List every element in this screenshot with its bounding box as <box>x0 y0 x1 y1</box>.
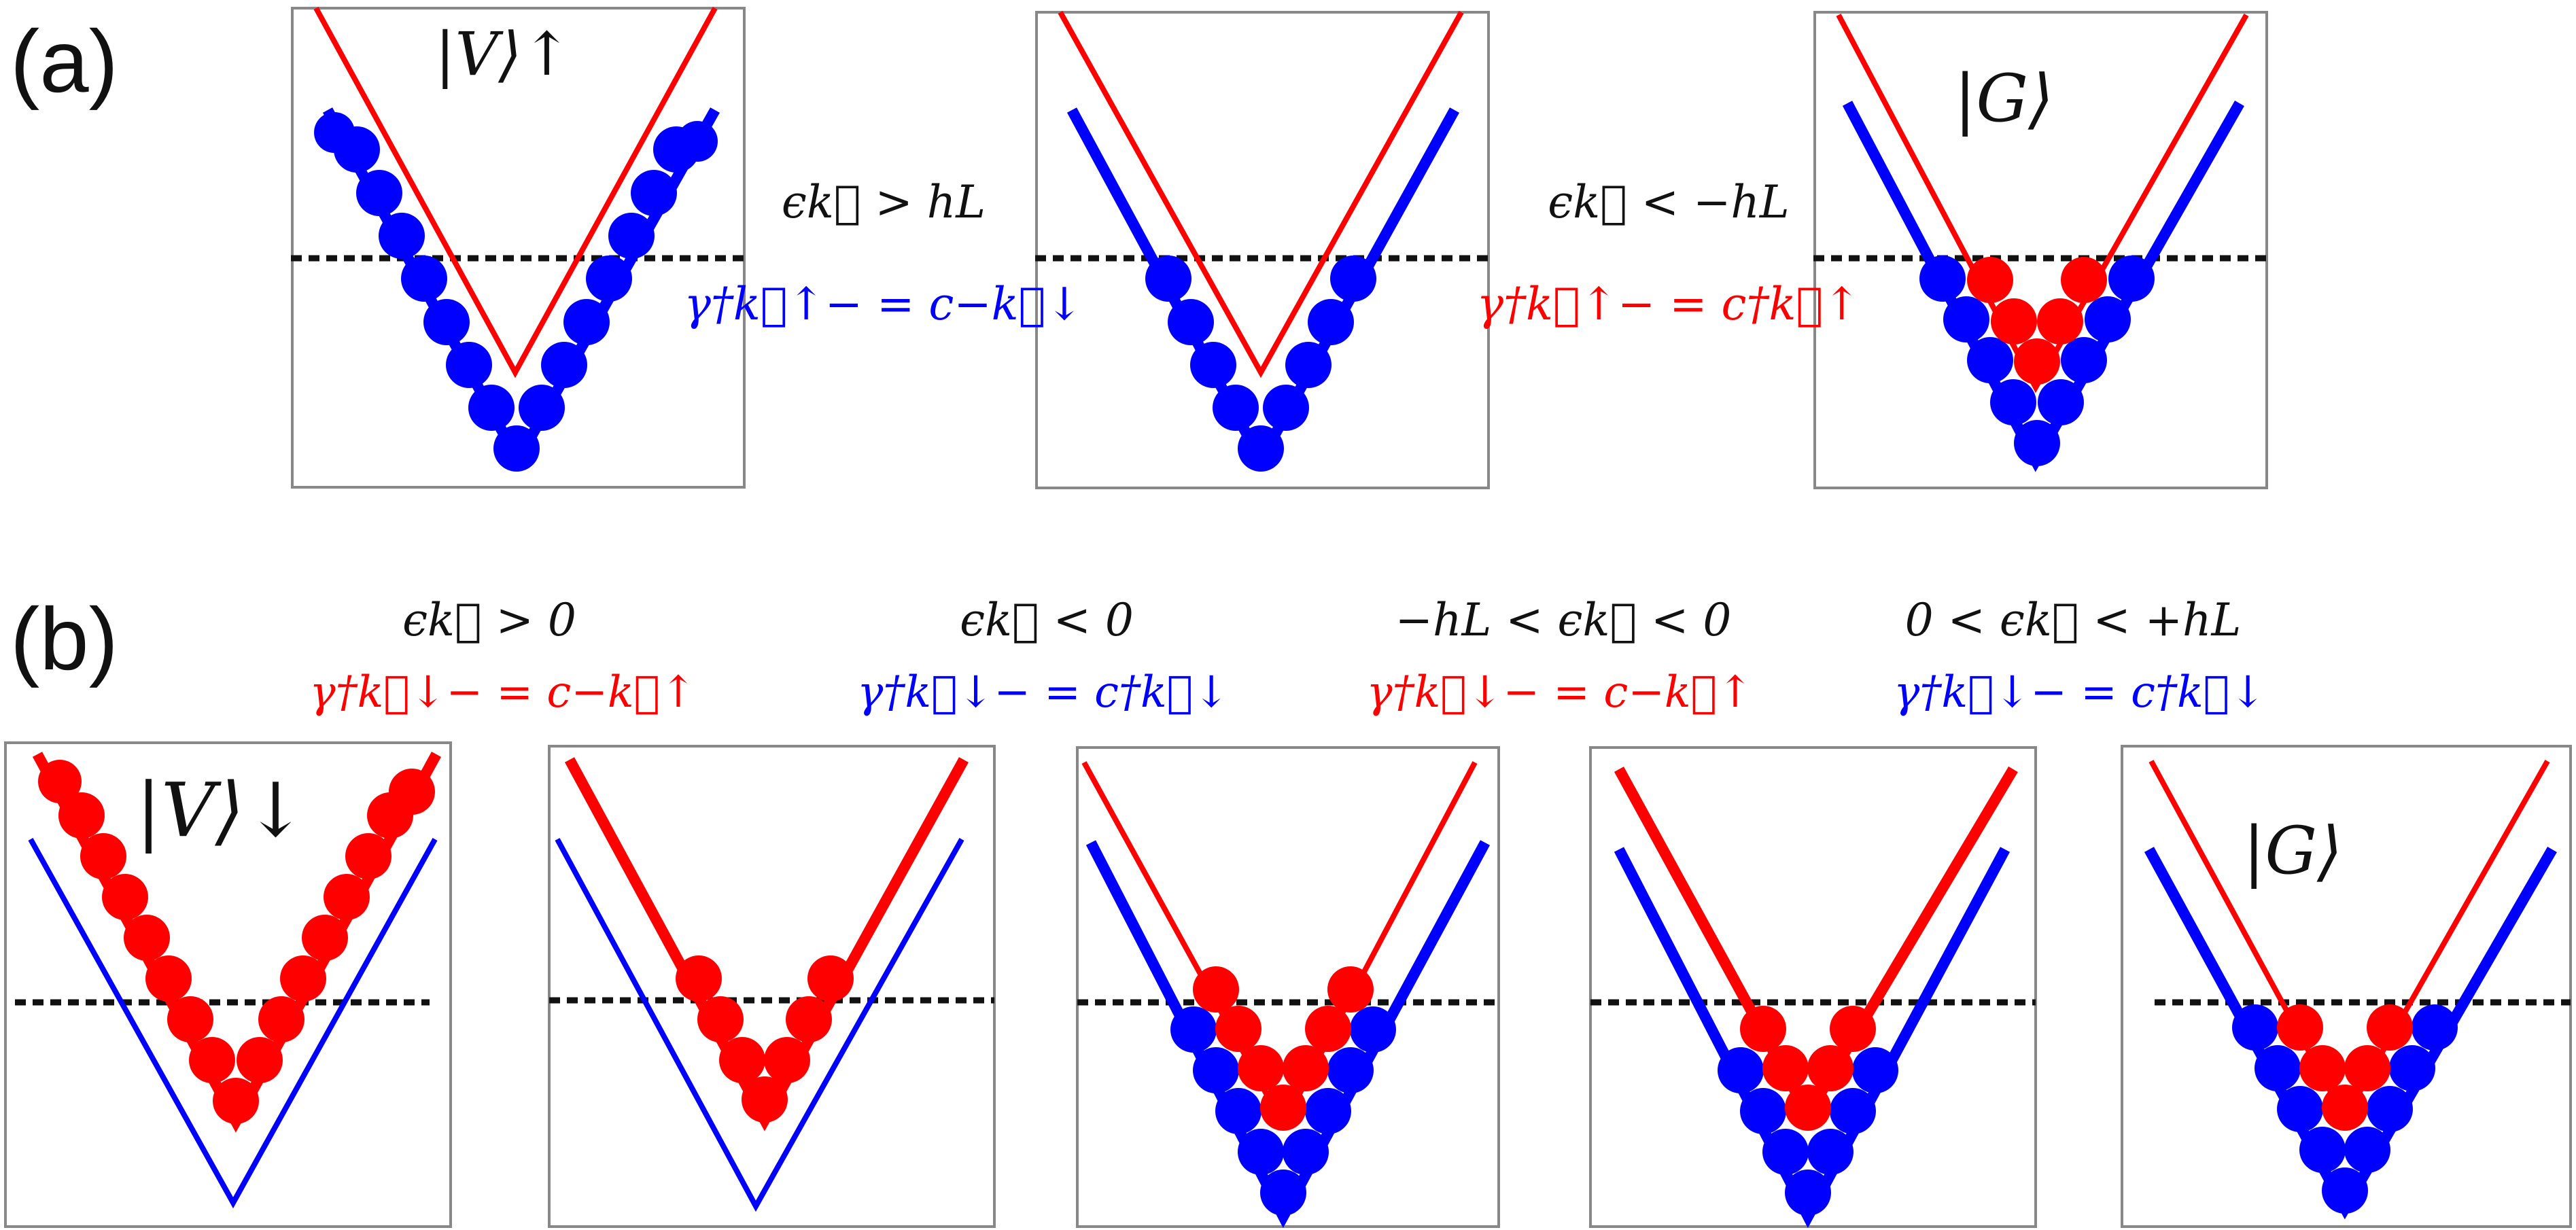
operator-rhs: c−k⃗↑ <box>1603 667 1753 718</box>
panel-b-frame-1: |V⟩↓ <box>4 741 452 1228</box>
state-label: |G⟩ <box>2243 813 2342 889</box>
panel-b-transition-2: ϵk⃗ < 0 γ†k⃗↓− = c†k⃗↓ <box>857 594 1230 718</box>
frame-border <box>1035 11 1490 489</box>
panel-a-frame-3: |G⟩ <box>1813 11 2268 489</box>
panel-a-label: (a) <box>10 12 118 111</box>
operator-relation: γ†k⃗↓− = c−k⃗↑ <box>1366 667 1753 718</box>
spin-down-electrons <box>314 112 718 472</box>
spin-down-electrons <box>1718 1047 1898 1216</box>
spin-up-electrons <box>1193 966 1374 1131</box>
operator-rhs: c†k⃗↓ <box>2131 667 2266 718</box>
frame-border <box>548 745 996 1228</box>
panel-b-frame-4 <box>1589 746 2037 1229</box>
spin-down-band <box>1085 840 1491 1229</box>
panel-b-frame-3 <box>1076 746 1500 1229</box>
spin-up-electrons <box>1967 257 2107 385</box>
spin-up-electrons <box>2277 1004 2413 1131</box>
spin-down-electrons <box>1145 256 1376 472</box>
panel-b-frame-2 <box>548 745 996 1228</box>
operator-lhs: γ†k⃗↓− <box>1366 667 1539 718</box>
panel-b-frame-5: |G⟩ <box>2121 745 2572 1228</box>
condition-label: ϵk⃗ > 0 <box>402 594 576 646</box>
panel-a-transition-2: ϵk⃗ < −hL γ†k⃗↑− = c†k⃗↑ <box>1477 176 1861 330</box>
panel-a-frame-2 <box>1035 11 1490 489</box>
spin-down-electrons <box>1919 256 2155 466</box>
spin-up-electrons <box>1740 1006 1876 1131</box>
spin-down-electrons <box>2232 1004 2458 1214</box>
spin-up-electrons <box>38 760 435 1124</box>
operator-lhs: γ†k⃗↓− <box>309 667 483 718</box>
operator-lhs: γ†k⃗↓− <box>857 667 1030 718</box>
operator-lhs: γ†k⃗↓− <box>1894 667 2067 718</box>
condition-label: 0 < ϵk⃗ < +hL <box>1905 594 2242 646</box>
operator-rhs: c−k⃗↓ <box>928 278 1083 330</box>
panel-b-transition-1: ϵk⃗ > 0 γ†k⃗↓− = c−k⃗↑ <box>309 594 696 718</box>
spin-down-electrons <box>1170 1006 1396 1216</box>
operator-lhs: γ†k⃗↑− <box>684 278 863 330</box>
state-label: |G⟩ <box>1954 60 2053 137</box>
operator-relation: γ†k⃗↓− = c†k⃗↓ <box>1894 667 2266 718</box>
spin-down-band <box>555 838 964 1212</box>
panel-b-transition-3: −hL < ϵk⃗ < 0 γ†k⃗↓− = c−k⃗↑ <box>1366 594 1753 718</box>
panel-b-transition-4: 0 < ϵk⃗ < +hL γ†k⃗↓− = c†k⃗↓ <box>1894 594 2266 718</box>
operator-relation: γ†k⃗↓− = c†k⃗↓ <box>857 667 1230 718</box>
operator-relation: γ†k⃗↑− = c−k⃗↓ <box>684 278 1083 330</box>
operator-rhs: c†k⃗↓ <box>1094 667 1230 718</box>
state-label: |V⟩↓ <box>136 767 307 854</box>
spin-up-band <box>1836 14 2249 393</box>
operator-rhs: c−k⃗↑ <box>546 667 696 718</box>
spin-down-band <box>1614 847 2011 1229</box>
condition-label: ϵk⃗ < 0 <box>960 594 1134 646</box>
spin-down-band <box>28 838 438 1209</box>
panel-a-frame-1: |V⟩↑ <box>291 7 746 489</box>
condition-label: −hL < ϵk⃗ < 0 <box>1395 594 1732 646</box>
condition-label: ϵk⃗ < −hL <box>1548 176 1789 228</box>
operator-lhs: γ†k⃗↑− <box>1477 278 1656 330</box>
spin-up-electrons <box>676 955 854 1123</box>
condition-label: ϵk⃗ > hL <box>782 176 986 228</box>
spin-up-band <box>313 7 718 379</box>
spin-up-band <box>1058 11 1464 379</box>
operator-rhs: c†k⃗↑ <box>1722 278 1861 330</box>
panel-b-label: (b) <box>10 589 118 688</box>
panel-a-transition-1: ϵk⃗ > hL γ†k⃗↑− = c−k⃗↓ <box>684 176 1083 330</box>
state-label: |V⟩↑ <box>435 19 572 89</box>
operator-relation: γ†k⃗↑− = c†k⃗↑ <box>1477 278 1861 330</box>
operator-relation: γ†k⃗↓− = c−k⃗↑ <box>309 667 696 718</box>
